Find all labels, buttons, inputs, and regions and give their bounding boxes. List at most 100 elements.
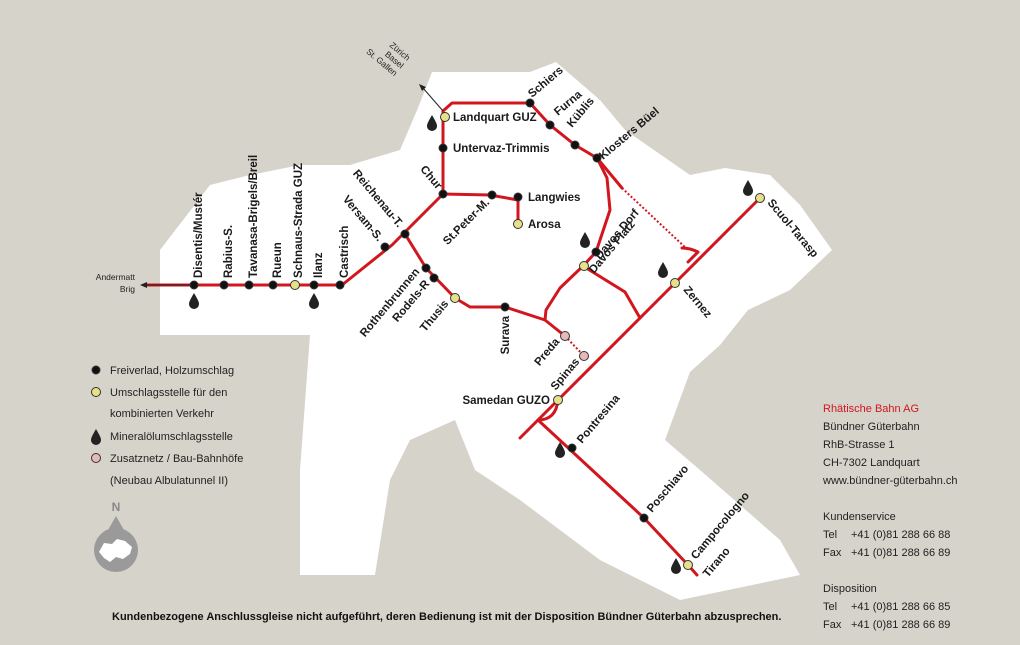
- dispo-tel-row: Tel +41 (0)81 288 66 85: [823, 598, 958, 616]
- dot-langwies: [513, 192, 523, 202]
- service-tel-row: Tel+41 (0)81 288 66 88: [823, 526, 958, 544]
- legend-umschlag-2: kombinierten Verkehr: [110, 408, 214, 420]
- legend: Freiverlad, Holzumschlag Umschlagsstelle…: [91, 365, 243, 487]
- drop-ilanz-icon: [309, 293, 319, 309]
- dot-davosdorf: [591, 247, 601, 257]
- legend-mineraloel: Mineralölumschlagsstelle: [110, 431, 233, 443]
- arrow-north: [422, 87, 444, 112]
- line-klosters-davos: [581, 156, 612, 268]
- dot-preda: [560, 331, 570, 341]
- service-title: Kundenservice: [823, 511, 896, 523]
- compass-n-label: N: [112, 500, 121, 514]
- drop-scuol-icon: [743, 180, 753, 196]
- dot-schnaus: [290, 280, 300, 290]
- dot-versam: [380, 242, 390, 252]
- dot-klosters: [592, 153, 602, 163]
- drop-davos-icon: [580, 232, 590, 248]
- division-name: Bündner Güterbahn: [823, 421, 920, 433]
- dot-surava: [500, 302, 510, 312]
- dot-reichenau: [400, 229, 410, 239]
- dot-rabius: [219, 280, 229, 290]
- label-landquart: Landquart GUZ: [453, 112, 537, 124]
- dot-disentis: [189, 280, 199, 290]
- dispo-fax-label: Fax: [823, 619, 842, 631]
- company-name: Rhätische Bahn AG: [823, 403, 920, 415]
- label-langwies: Langwies: [528, 192, 580, 204]
- dot-stpeter: [487, 190, 497, 200]
- dot-davosplatz: [579, 261, 589, 271]
- service-fax-label: Fax: [823, 547, 842, 559]
- contact-info: Rhätische Bahn AG Bündner Güterbahn RhB-…: [823, 400, 958, 634]
- dispo-fax: +41 (0)81 288 66 89: [851, 619, 951, 631]
- label-ilanz: Ilanz: [313, 252, 325, 278]
- dot-rueun: [268, 280, 278, 290]
- label-tavanasa: Tavanasa-Brigels/Breil: [248, 155, 260, 278]
- label-disentis: Disentis/Mustér: [193, 192, 205, 278]
- legend-drop-icon: [91, 429, 101, 445]
- label-rabius: Rabius-S.: [223, 225, 235, 278]
- service-fax: +41 (0)81 288 66 89: [851, 547, 951, 559]
- dot-untervaz: [438, 143, 448, 153]
- compass: N: [94, 500, 138, 572]
- city-address: CH-7302 Landquart: [823, 457, 920, 469]
- dot-rothenbrunnen: [421, 263, 431, 273]
- dot-schiers: [525, 98, 535, 108]
- legend-umschlag-1: Umschlagsstelle für den: [110, 387, 227, 399]
- footer-note: Kundenbezogene Anschlussgleise nicht auf…: [112, 611, 781, 623]
- dir-andermatt: Andermatt: [96, 272, 136, 282]
- legend-black-dot: [91, 365, 101, 375]
- dot-tavanasa: [244, 280, 254, 290]
- dispo-title: Disposition: [823, 583, 877, 595]
- dot-zernez: [670, 278, 680, 288]
- service-fax-row: Fax +41 (0)81 288 66 89: [823, 544, 958, 562]
- line-vereina-tunnel: [621, 187, 689, 251]
- service-tel[interactable]: +41 (0)81 288 66 88: [851, 529, 951, 541]
- line-vereina-junction: [680, 246, 700, 264]
- label-castrisch: Castrisch: [339, 226, 351, 278]
- legend-zusatznetz-2: (Neubau Albulatunnel II): [110, 475, 228, 487]
- canton-region: [160, 62, 832, 600]
- line-bernina: [536, 418, 699, 577]
- drop-tirano-icon: [671, 558, 681, 574]
- drop-disentis-icon: [189, 293, 199, 309]
- label-arosa: Arosa: [528, 219, 561, 231]
- legend-pink-dot: [91, 453, 101, 463]
- label-untervaz: Untervaz-Trimmis: [453, 143, 550, 155]
- street-address: RhB-Strasse 1: [823, 439, 895, 451]
- dot-campocologno: [683, 560, 693, 570]
- line-chur-arosa: [441, 192, 520, 226]
- dot-rodels: [429, 273, 439, 283]
- legend-freiverlad: Freiverlad, Holzumschlag: [110, 365, 234, 377]
- dot-castrisch: [335, 280, 345, 290]
- drop-pontresina-icon: [555, 442, 565, 458]
- drop-landquart-icon: [427, 115, 437, 131]
- dot-scuol: [755, 193, 765, 203]
- label-surava: Surava: [500, 315, 512, 354]
- label-schnaus: Schnaus-Strada GUZ: [293, 163, 305, 278]
- switzerland-icon: [99, 539, 132, 562]
- dispo-tel-label: Tel: [823, 601, 838, 613]
- drop-zernez-icon: [658, 262, 668, 278]
- dot-spinas: [579, 351, 589, 361]
- website-link[interactable]: www.bündner-güterbahn.ch: [823, 475, 958, 487]
- dot-arosa: [513, 219, 523, 229]
- line-disentis-chur: [143, 192, 445, 287]
- dot-ilanz: [309, 280, 319, 290]
- line-davos-filisur: [543, 264, 585, 322]
- dispo-fax-row: Fax +41 (0)81 288 66 89: [823, 616, 958, 634]
- dot-samedan: [553, 395, 563, 405]
- dot-landquart: [440, 112, 450, 122]
- dir-brig: Brig: [120, 284, 135, 294]
- legend-zusatznetz-1: Zusatznetz / Bau-Bahnhöfe: [110, 453, 243, 465]
- label-rueun: Rueun: [272, 242, 284, 278]
- compass-pointer-icon: [108, 516, 124, 530]
- dot-furna: [545, 120, 555, 130]
- label-samedan: Samedan GUZO: [462, 395, 550, 407]
- dot-poschiavo: [639, 513, 649, 523]
- dot-kueblis: [570, 140, 580, 150]
- arrow-west-head: [140, 282, 147, 288]
- arrow-north-head: [419, 84, 426, 91]
- dot-pontresina: [567, 443, 577, 453]
- dispo-tel[interactable]: +41 (0)81 288 66 85: [851, 601, 951, 613]
